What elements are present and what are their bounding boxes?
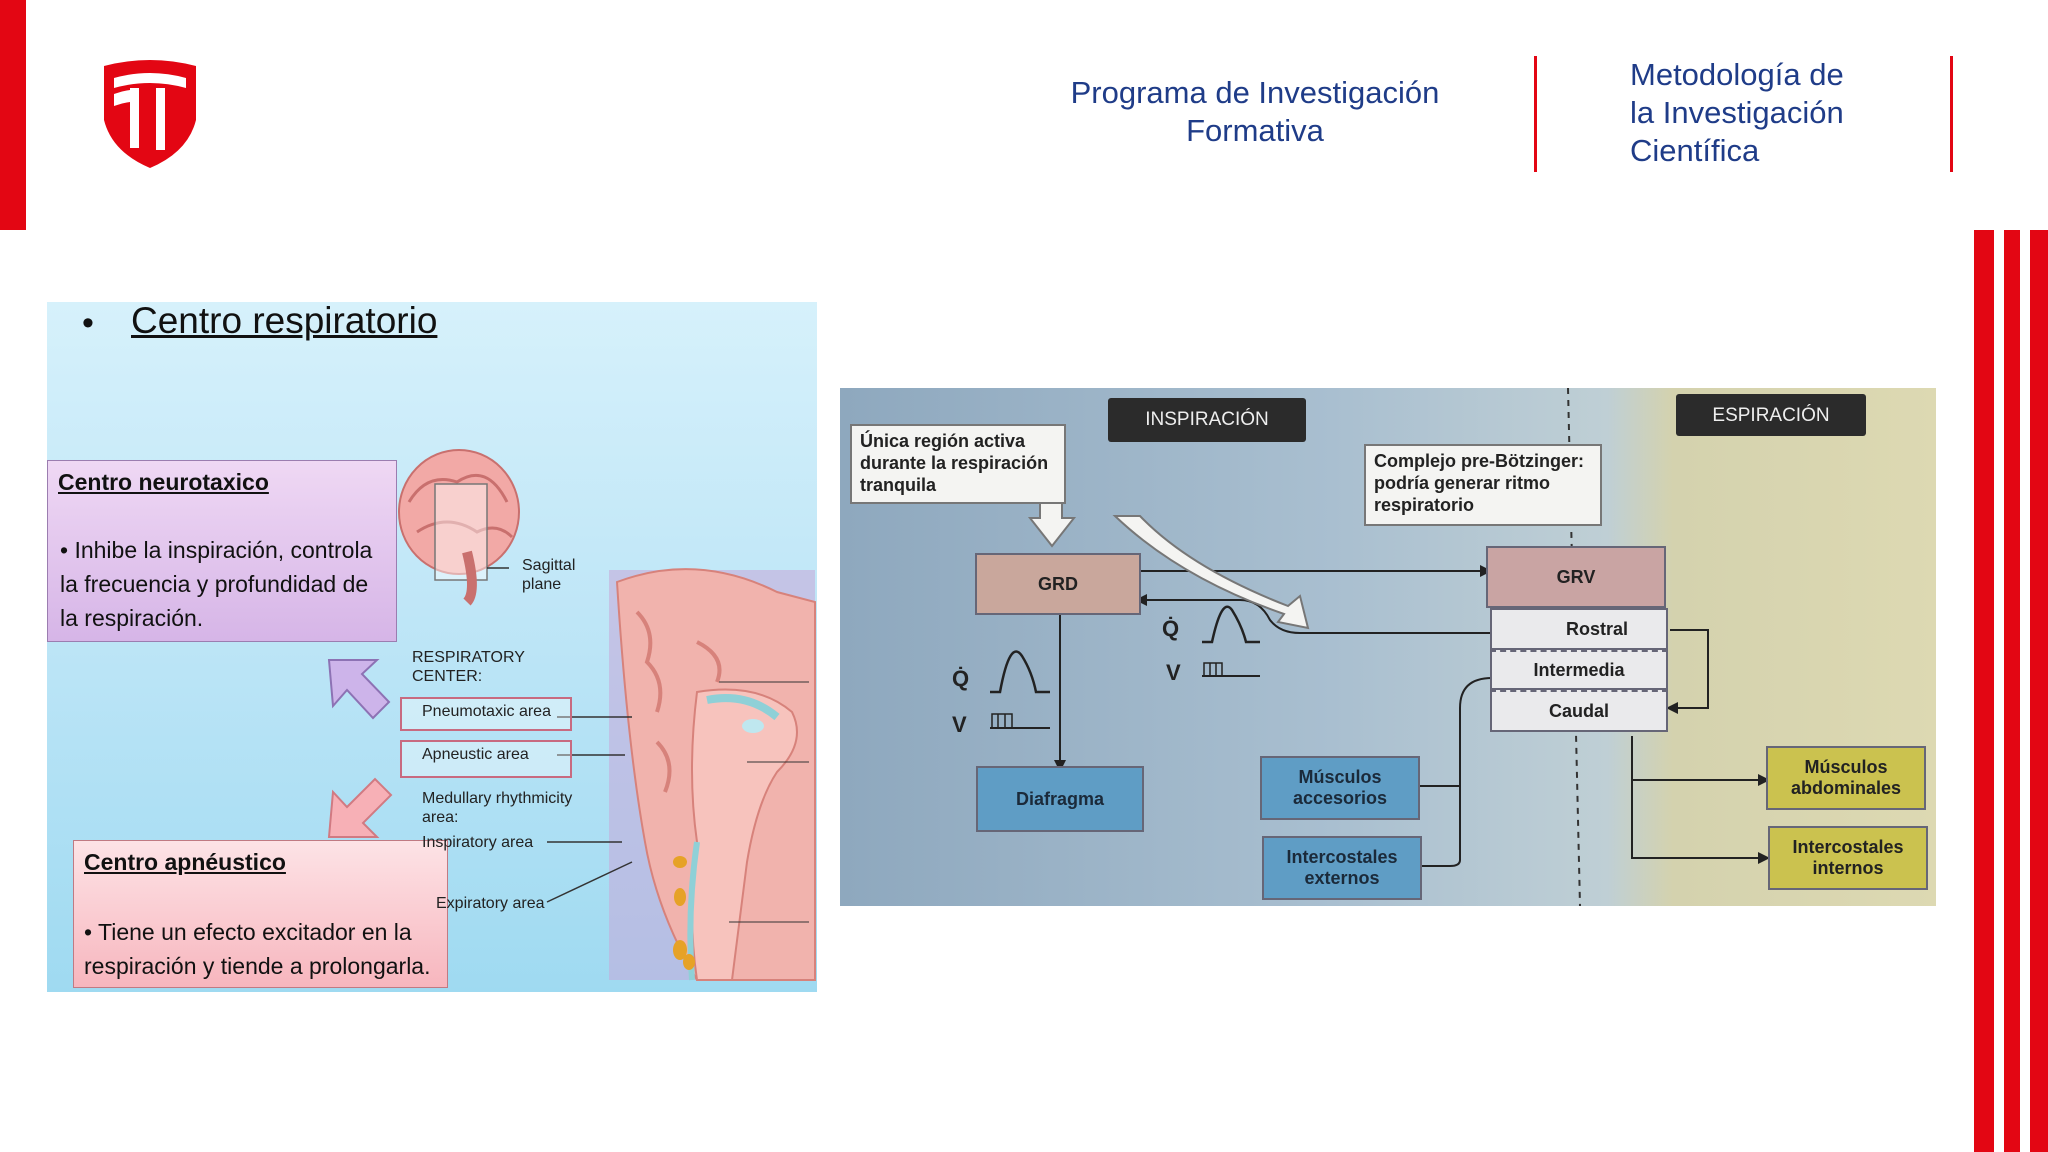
neurotaxic-title: Centro neurotaxico xyxy=(58,469,269,495)
apneustic-area-box: Apneustic area xyxy=(400,740,572,778)
sagittal-line2: plane xyxy=(522,576,562,593)
brand-stripe-1 xyxy=(1974,230,1994,1152)
callout-pre-botzinger: Complejo pre-Bötzinger: podría generar r… xyxy=(1364,444,1602,526)
sagittal-line1: Sagittal xyxy=(522,557,576,574)
resp-center-line2: CENTER: xyxy=(412,668,483,685)
header-separator-2 xyxy=(1950,56,1953,172)
v-label-left: V xyxy=(952,712,967,737)
accessory-muscles-node: Músculos accesorios xyxy=(1260,756,1420,820)
course-title-line1: Metodología de xyxy=(1630,57,1844,92)
expiratory-area-label: Expiratory area xyxy=(436,895,545,912)
medullary-line2: area: xyxy=(422,809,459,826)
medullary-line1: Medullary rhythmicity xyxy=(422,790,573,807)
brand-stripe-2 xyxy=(2004,230,2020,1152)
diaphragm-node: Diafragma xyxy=(976,766,1144,832)
grv-node: GRV xyxy=(1486,546,1666,608)
grv-rostral-node: Rostral xyxy=(1490,608,1668,650)
course-title: Metodología de la Investigación Científi… xyxy=(1630,56,1930,170)
inspiratory-area-label: Inspiratory area xyxy=(422,834,534,851)
abdominal-muscles-node: Músculos abdominales xyxy=(1766,746,1926,810)
header-separator-1 xyxy=(1534,56,1537,172)
expiration-tag: ESPIRACIÓN xyxy=(1676,394,1866,436)
neurotaxic-description: • Inhibe la inspiración, controla la fre… xyxy=(60,537,373,631)
apneustic-description: • Tiene un efecto excitador en la respir… xyxy=(84,919,431,979)
slide-bullet: • xyxy=(82,304,94,342)
apneustic-center-box: Centro apnéustico • Tiene un efecto exci… xyxy=(73,840,448,988)
inspiration-tag: INSPIRACIÓN xyxy=(1108,398,1306,442)
q-label-right: Q̇ xyxy=(1162,616,1180,641)
program-title-line1: Programa de Investigación xyxy=(1070,75,1440,110)
course-title-line3: Científica xyxy=(1630,133,1760,168)
sagittal-plane-label: Sagittal plane xyxy=(522,556,575,594)
grv-caudal-node: Caudal xyxy=(1490,690,1668,732)
brain-illustration xyxy=(398,449,816,981)
apneustic-title: Centro apnéustico xyxy=(84,849,286,875)
respiratory-center-label: RESPIRATORY CENTER: xyxy=(412,648,525,686)
brand-stripe-3 xyxy=(2030,230,2048,1152)
university-shield-logo-icon xyxy=(104,60,196,168)
neurotaxic-center-box: Centro neurotaxico • Inhibe la inspiraci… xyxy=(47,460,397,642)
brand-red-bar-left xyxy=(0,0,26,230)
slide-title: Centro respiratorio xyxy=(131,300,438,341)
q-label-left: Q̇ xyxy=(952,666,970,691)
external-intercostals-node: Intercostales externos xyxy=(1262,836,1422,900)
medullary-area-label: Medullary rhythmicity area: xyxy=(422,789,572,827)
course-title-line2: la Investigación xyxy=(1630,95,1844,130)
resp-center-line1: RESPIRATORY xyxy=(412,649,525,666)
callout-only-active-region: Única región activa durante la respiraci… xyxy=(850,424,1066,504)
respiratory-groups-diagram: INSPIRACIÓN ESPIRACIÓN Única región acti… xyxy=(840,388,1936,906)
grv-intermedia-node: Intermedia xyxy=(1490,650,1668,690)
internal-intercostals-node: Intercostales internos xyxy=(1768,826,1928,890)
program-title: Programa de Investigación Formativa xyxy=(1040,74,1470,150)
grd-node: GRD xyxy=(975,553,1141,615)
label-leader-lines xyxy=(327,659,809,923)
v-label-right: V xyxy=(1166,660,1181,685)
pneumotaxic-area-box: Pneumotaxic area xyxy=(400,697,572,731)
program-title-line2: Formativa xyxy=(1186,113,1324,148)
